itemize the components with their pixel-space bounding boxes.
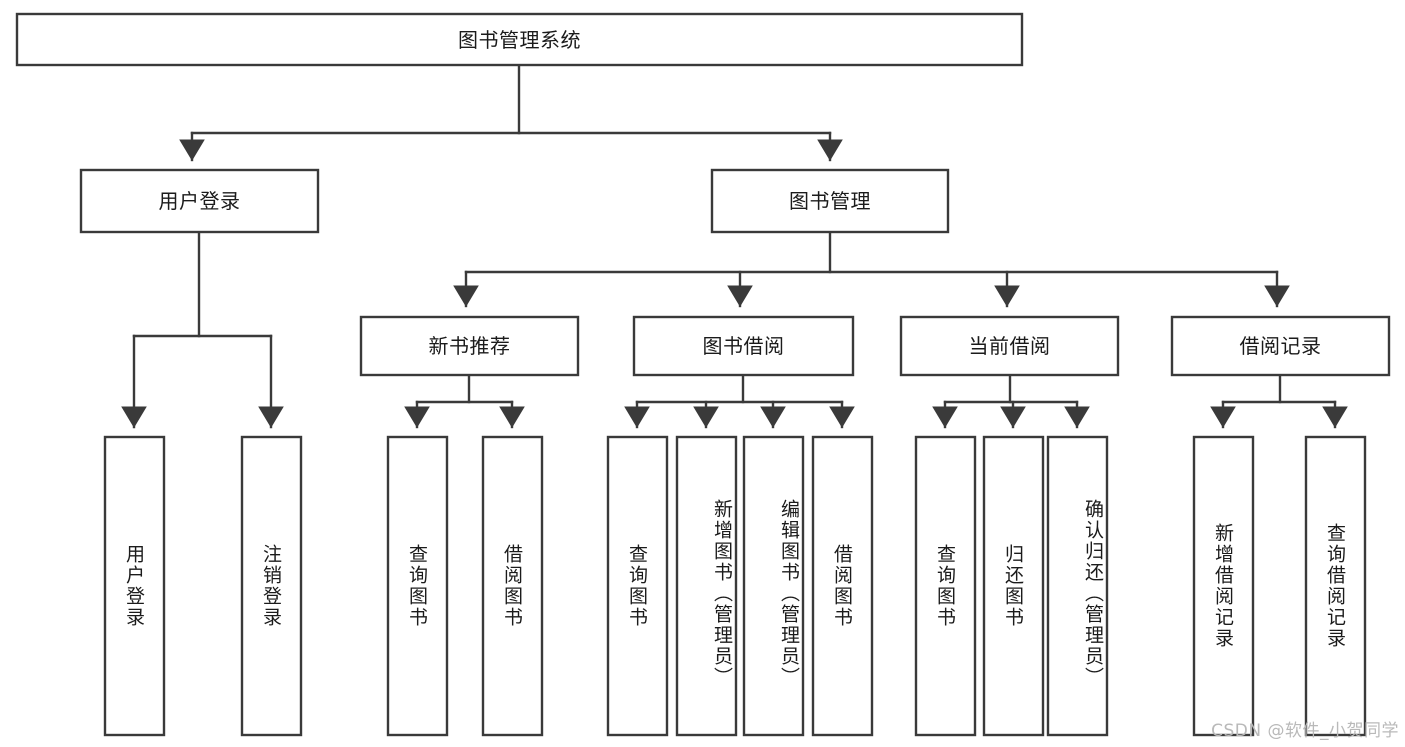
node-leaf-edit-book[interactable] [742, 435, 805, 737]
node-leaf-borrow-book-2[interactable] [811, 435, 874, 737]
node-borrow-record[interactable] [1170, 315, 1391, 377]
node-current-borrow[interactable] [899, 315, 1120, 377]
csdn-watermark: CSDN @软件_小贺同学 [1211, 721, 1399, 741]
node-leaf-query-book-2[interactable] [606, 435, 669, 737]
node-user-login[interactable] [79, 168, 320, 234]
node-leaf-add-book[interactable] [675, 435, 738, 737]
node-new-book-recommend[interactable] [359, 315, 580, 377]
node-leaf-add-record[interactable] [1192, 435, 1255, 737]
node-leaf-borrow-book-1[interactable] [481, 435, 544, 737]
node-leaf-query-book-1[interactable] [386, 435, 449, 737]
node-book-manage[interactable] [710, 168, 950, 234]
node-leaf-user-login[interactable] [103, 435, 166, 737]
node-leaf-logout[interactable] [240, 435, 303, 737]
node-root[interactable] [15, 12, 1024, 67]
node-leaf-return-book[interactable] [982, 435, 1045, 737]
node-leaf-query-book-3[interactable] [914, 435, 977, 737]
nodes-layer [15, 12, 1391, 737]
node-leaf-confirm-return[interactable] [1046, 435, 1109, 737]
connectors-layer [121, 64, 1348, 429]
node-leaf-query-record[interactable] [1304, 435, 1367, 737]
node-book-borrow[interactable] [632, 315, 855, 377]
